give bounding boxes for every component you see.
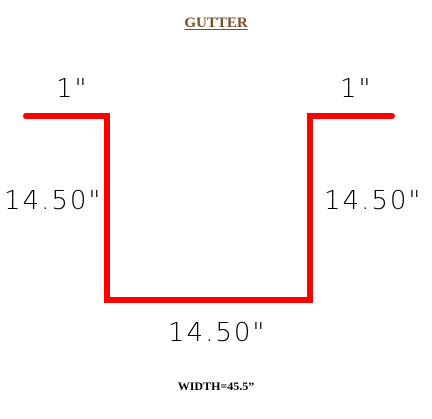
right-wall-label: 14.50"	[324, 186, 423, 216]
left-flange-label: 1"	[56, 74, 89, 104]
total-width-note: WIDTH=45.5”	[177, 379, 255, 393]
bottom-width-label: 14.50"	[168, 318, 267, 348]
gutter-profile-line	[23, 113, 395, 303]
right-flange-label: 1"	[340, 74, 373, 104]
diagram-title-text: GUTTER	[184, 15, 248, 31]
diagram-title: GUTTER	[0, 15, 432, 32]
left-wall-label: 14.50"	[4, 186, 103, 216]
